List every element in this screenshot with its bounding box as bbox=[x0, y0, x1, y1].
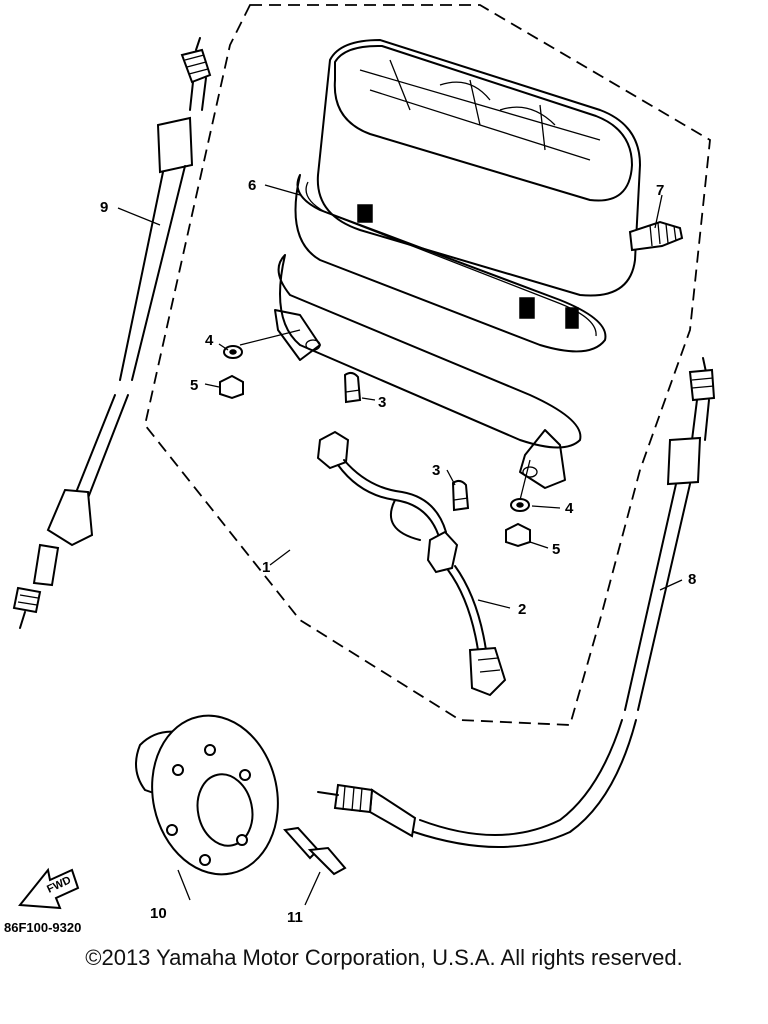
trip-reset-knob bbox=[628, 220, 684, 252]
callout-2: 2 bbox=[518, 601, 526, 618]
speedometer-cable-right bbox=[317, 357, 716, 848]
callout-8: 8 bbox=[688, 571, 696, 588]
drive-gear-unit bbox=[135, 714, 279, 876]
callout-10: 10 bbox=[150, 905, 167, 922]
meter-housing bbox=[316, 38, 642, 329]
callout-4-left: 4 bbox=[205, 332, 214, 349]
leader-lines bbox=[117, 184, 683, 906]
copyright-notice: ©2013 Yamaha Motor Corporation, U.S.A. A… bbox=[85, 945, 683, 970]
callout-3-lower: 3 bbox=[432, 462, 440, 479]
callout-5-left: 5 bbox=[190, 377, 198, 394]
drive-shaft bbox=[283, 826, 347, 876]
forward-arrow: FWD bbox=[18, 867, 80, 910]
callout-11: 11 bbox=[287, 909, 303, 926]
part-code: 86F100-9320 bbox=[4, 920, 81, 935]
callout-4-right: 4 bbox=[565, 500, 574, 517]
meter-bracket bbox=[274, 254, 582, 489]
bulb-lower bbox=[451, 479, 470, 512]
wiring-harness bbox=[316, 430, 507, 697]
speedometer-cable-left bbox=[12, 37, 212, 629]
bulb-upper bbox=[343, 371, 362, 404]
callout-1: 1 bbox=[262, 559, 270, 576]
callout-5-right: 5 bbox=[552, 541, 560, 558]
gasket-ring bbox=[294, 174, 607, 353]
nut-right bbox=[505, 522, 531, 548]
callout-9: 9 bbox=[100, 199, 108, 216]
callout-6: 6 bbox=[248, 177, 256, 194]
nut-left bbox=[219, 374, 244, 400]
callout-7: 7 bbox=[656, 182, 664, 199]
assembly-boundary bbox=[144, 4, 711, 726]
callout-3-upper: 3 bbox=[378, 394, 386, 411]
